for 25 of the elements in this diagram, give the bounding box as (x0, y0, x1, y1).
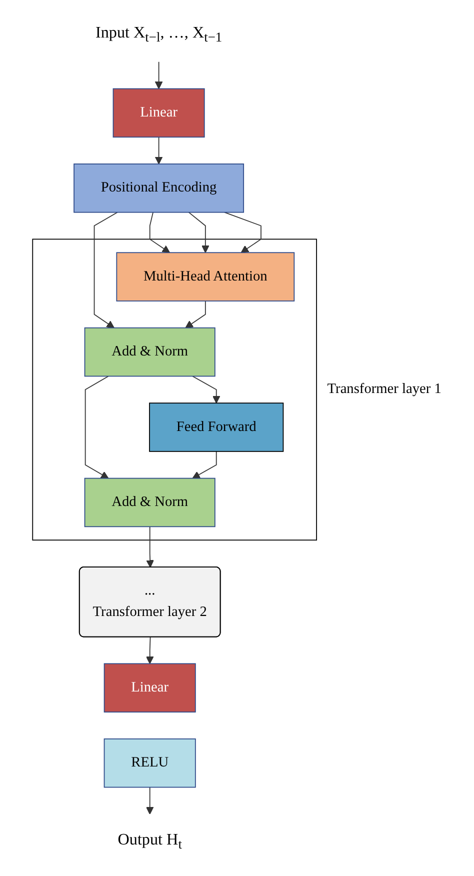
node-box: Feed Forward (149, 402, 284, 452)
node-text: Output H$_{t}$ (118, 830, 182, 852)
arrow (185, 300, 206, 328)
arrow (154, 61, 163, 90)
cluster (32, 238, 317, 541)
node-box: RELU (104, 738, 196, 788)
arrow (224, 212, 262, 253)
arrow (192, 450, 217, 479)
node-box: Multi-Head Attention (116, 252, 295, 302)
arrow (146, 526, 154, 568)
arrow (94, 212, 118, 328)
node-box: Linear (112, 88, 205, 138)
node-box: Add & Norm (84, 478, 216, 528)
node-box: Add & Norm (84, 327, 216, 377)
arrow (188, 212, 210, 253)
node-box: Positional Encoding (74, 164, 244, 213)
arrow (149, 212, 170, 253)
arrow (146, 786, 154, 814)
node-text: Input X$_{t−l}$, …, X$_{t−1}$ (95, 23, 222, 46)
node-label: Transformer layer 1 (327, 382, 442, 397)
node-box: Linear (104, 663, 196, 712)
arrow (154, 136, 163, 164)
arrow (146, 636, 154, 664)
arrow (192, 376, 220, 404)
arrow (84, 376, 109, 479)
